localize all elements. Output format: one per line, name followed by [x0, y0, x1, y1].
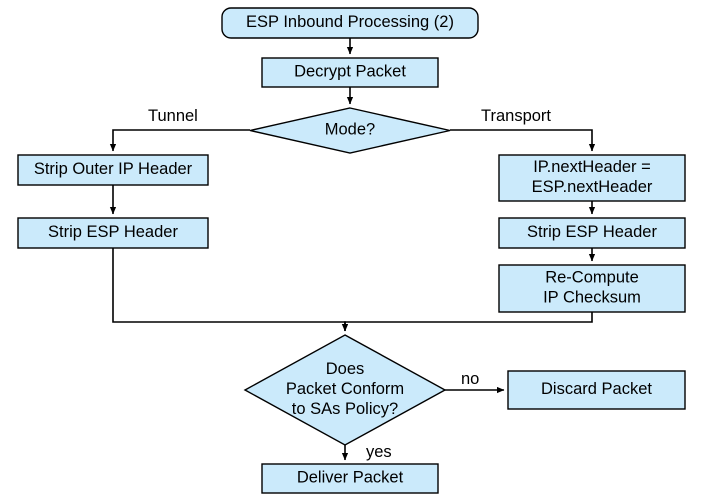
- node-shape-recompute: [498, 264, 686, 313]
- node-shape-strip-esp-left: [17, 217, 209, 249]
- node-decrypt[interactable]: Decrypt Packet: [261, 57, 439, 88]
- node-shape-start: [221, 7, 479, 39]
- node-shape-mode: [249, 107, 451, 154]
- edge-mode-transport: [450, 129, 596, 152]
- edge-label-label-transport: Transport: [481, 107, 551, 125]
- nodes-layer: ESP Inbound Processing (2) Decrypt Packet…: [17, 7, 686, 494]
- node-strip-esp-left[interactable]: Strip ESP Header: [17, 217, 209, 249]
- node-shape-decrypt: [261, 57, 439, 88]
- node-strip-esp-right[interactable]: Strip ESP Header: [498, 217, 686, 249]
- node-discard[interactable]: Discard Packet: [507, 370, 686, 410]
- edges-layer: [109, 38, 596, 461]
- node-shape-discard: [507, 370, 686, 410]
- node-label-ip-nextheader: IP.nextHeader =ESP.nextHeader: [532, 158, 653, 196]
- node-shape-deliver: [261, 463, 439, 494]
- edge-labels-layer: Tunnel Transport no yes: [148, 107, 551, 461]
- edge-label-label-tunnel: Tunnel: [148, 107, 198, 125]
- node-shape-strip-outer-ip: [17, 154, 209, 186]
- node-shape-ip-nextheader: [498, 154, 686, 202]
- node-shape-conform: [243, 334, 447, 446]
- edge-mode-tunnel: [109, 129, 250, 152]
- node-shape-strip-esp-right: [498, 217, 686, 249]
- node-label-deliver: Deliver Packet: [297, 469, 404, 487]
- node-label-strip-esp-right: Strip ESP Header: [527, 223, 657, 241]
- node-start[interactable]: ESP Inbound Processing (2): [221, 7, 479, 39]
- node-ip-nextheader[interactable]: IP.nextHeader =ESP.nextHeader: [498, 154, 686, 202]
- edge-espleft-to-conform: [112, 248, 349, 332]
- node-label-mode: Mode?: [325, 121, 375, 139]
- edge-recompute-to-conform: [341, 312, 593, 332]
- node-mode[interactable]: Mode?: [249, 107, 451, 154]
- node-strip-outer-ip[interactable]: Strip Outer IP Header: [17, 154, 209, 186]
- node-label-strip-esp-left: Strip ESP Header: [48, 223, 178, 241]
- node-label-decrypt: Decrypt Packet: [294, 63, 406, 81]
- node-label-strip-outer-ip: Strip Outer IP Header: [34, 160, 193, 178]
- node-label-start: ESP Inbound Processing (2): [246, 13, 454, 31]
- edge-label-label-yes: yes: [366, 443, 392, 461]
- node-label-discard: Discard Packet: [541, 380, 652, 398]
- edge-label-label-no: no: [461, 370, 479, 388]
- node-deliver[interactable]: Deliver Packet: [261, 463, 439, 494]
